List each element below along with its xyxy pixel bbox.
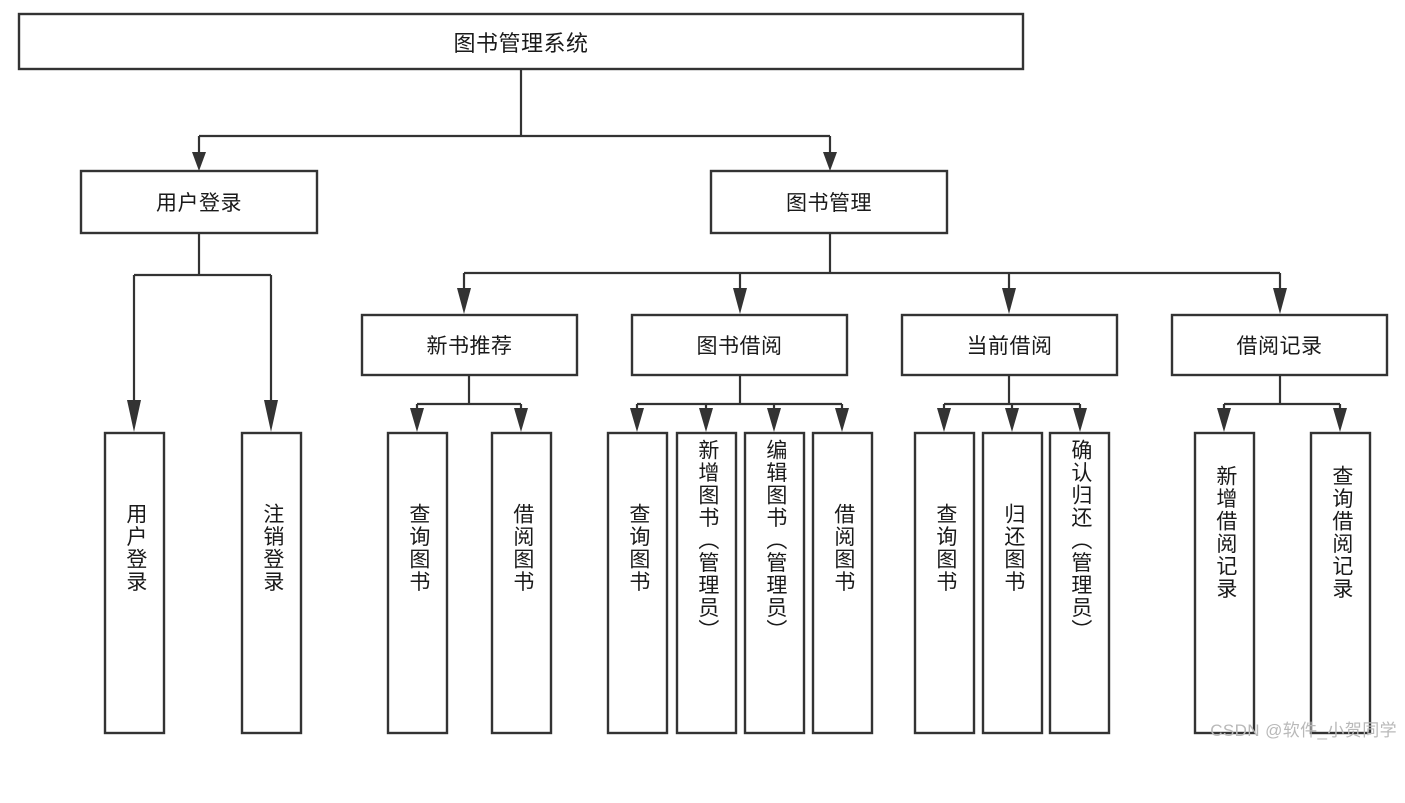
node-leaf-user-login[interactable] bbox=[103, 431, 166, 735]
arrow-to-leaf-query-record bbox=[1333, 408, 1347, 432]
arrow-to-leaf-add-book bbox=[699, 408, 713, 432]
node-leaf-borrow-book-2[interactable] bbox=[811, 431, 874, 735]
arrow-to-leaf-edit-book bbox=[767, 408, 781, 432]
node-current-borrow[interactable] bbox=[900, 313, 1119, 377]
flowchart-canvas: 图书管理系统 用户登录 图书管理 新书推荐 图书借阅 当前借阅 借阅记录 用户登… bbox=[17, 12, 1397, 740]
arrow-to-leaf-logout-login bbox=[264, 400, 278, 432]
arrow-to-leaf-query-book-2 bbox=[630, 408, 644, 432]
flowchart-svg bbox=[17, 12, 1389, 735]
node-leaf-confirm-return[interactable] bbox=[1048, 431, 1111, 735]
node-leaf-return-book[interactable] bbox=[981, 431, 1044, 735]
node-leaf-add-record[interactable] bbox=[1193, 431, 1256, 735]
node-leaf-edit-book[interactable] bbox=[743, 431, 806, 735]
connector-group bbox=[127, 69, 1347, 432]
node-new-book-recommend[interactable] bbox=[360, 313, 579, 377]
arrow-to-leaf-user-login bbox=[127, 400, 141, 432]
arrow-to-leaf-confirm-return bbox=[1073, 408, 1087, 432]
node-leaf-add-book[interactable] bbox=[675, 431, 738, 735]
node-box-group bbox=[17, 12, 1389, 735]
arrow-to-new-book-recommend bbox=[457, 288, 471, 314]
node-user-login[interactable] bbox=[79, 169, 319, 235]
node-leaf-query-book-1[interactable] bbox=[386, 431, 449, 735]
node-leaf-logout-login[interactable] bbox=[240, 431, 303, 735]
arrow-to-current-borrow bbox=[1002, 288, 1016, 314]
arrow-to-leaf-query-book-1 bbox=[410, 408, 424, 432]
arrow-root-to-book-manage bbox=[823, 152, 837, 171]
arrow-to-leaf-query-book-3 bbox=[937, 408, 951, 432]
node-leaf-query-record[interactable] bbox=[1309, 431, 1372, 735]
arrow-to-leaf-add-record bbox=[1217, 408, 1231, 432]
node-root[interactable] bbox=[17, 12, 1025, 71]
node-book-borrow[interactable] bbox=[630, 313, 849, 377]
node-leaf-query-book-2[interactable] bbox=[606, 431, 669, 735]
arrow-to-leaf-return-book bbox=[1005, 408, 1019, 432]
arrow-root-to-user-login bbox=[192, 152, 206, 171]
arrow-to-leaf-borrow-book-1 bbox=[514, 408, 528, 432]
arrow-to-borrow-record bbox=[1273, 288, 1287, 314]
node-leaf-query-book-3[interactable] bbox=[913, 431, 976, 735]
node-book-manage[interactable] bbox=[709, 169, 949, 235]
node-borrow-record[interactable] bbox=[1170, 313, 1389, 377]
arrow-to-book-borrow bbox=[733, 288, 747, 314]
arrow-to-leaf-borrow-book-2 bbox=[835, 408, 849, 432]
node-leaf-borrow-book-1[interactable] bbox=[490, 431, 553, 735]
